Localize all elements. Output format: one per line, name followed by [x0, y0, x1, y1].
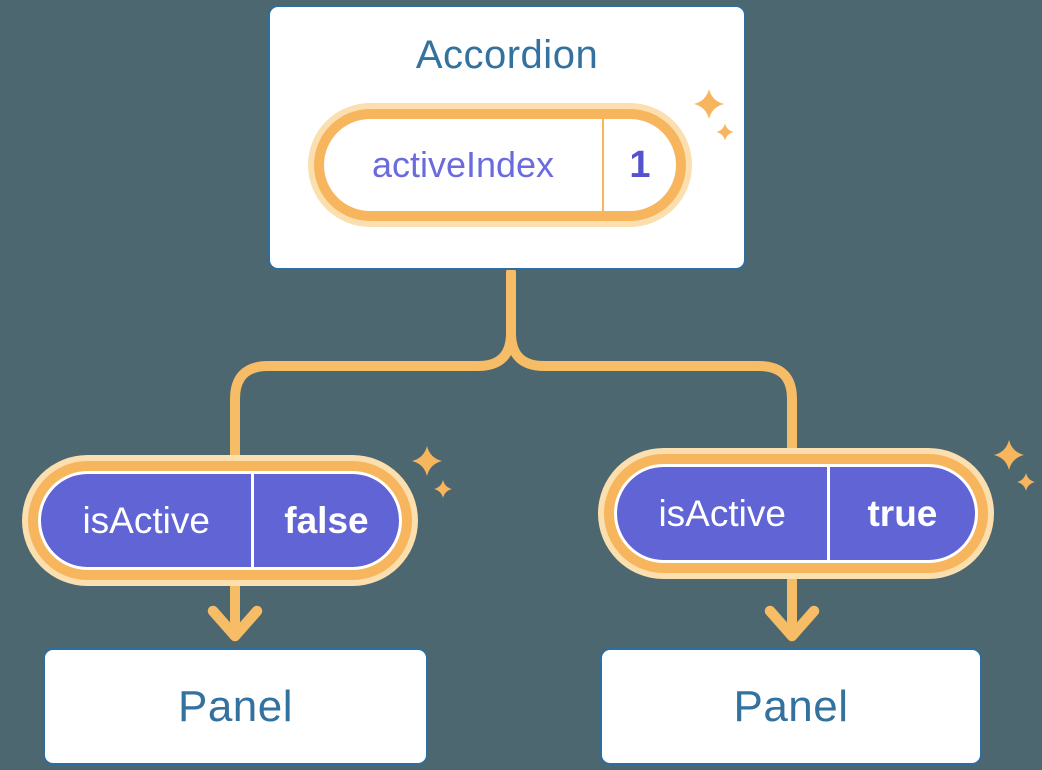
panel-card-left: Panel	[43, 648, 428, 765]
pill-divider	[827, 467, 830, 560]
pill-divider	[251, 474, 254, 567]
prop-pill-inner: isActive true	[614, 464, 978, 563]
pill-divider	[602, 119, 604, 211]
state-value: 1	[629, 143, 651, 186]
branch-left-line	[230, 328, 516, 640]
panel-title: Panel	[733, 681, 849, 731]
state-pill-ring: activeIndex 1	[314, 109, 686, 221]
arrowhead-left-icon	[207, 605, 263, 642]
accordion-title: Accordion	[415, 33, 599, 77]
prop-name: isActive	[658, 492, 786, 534]
branch-right-line	[506, 328, 797, 640]
state-name: activeIndex	[371, 144, 555, 185]
arrowhead-right-icon	[764, 605, 820, 642]
panel-card-right: Panel	[600, 648, 982, 765]
connector-group	[207, 267, 820, 642]
prop-value: true	[867, 492, 938, 534]
state-pill: activeIndex 1	[308, 103, 692, 227]
prop-pill-isactive-true: isActive true	[598, 448, 994, 579]
panel-title: Panel	[177, 681, 294, 731]
prop-pill-ring: isActive true	[604, 454, 988, 573]
prop-value: false	[284, 499, 369, 541]
state-pill-inner: activeIndex 1	[324, 119, 676, 211]
prop-pill-inner: isActive false	[38, 471, 402, 570]
prop-pill-isactive-false: isActive false	[22, 455, 418, 586]
prop-name: isActive	[82, 499, 210, 541]
prop-pill-ring: isActive false	[28, 461, 412, 580]
